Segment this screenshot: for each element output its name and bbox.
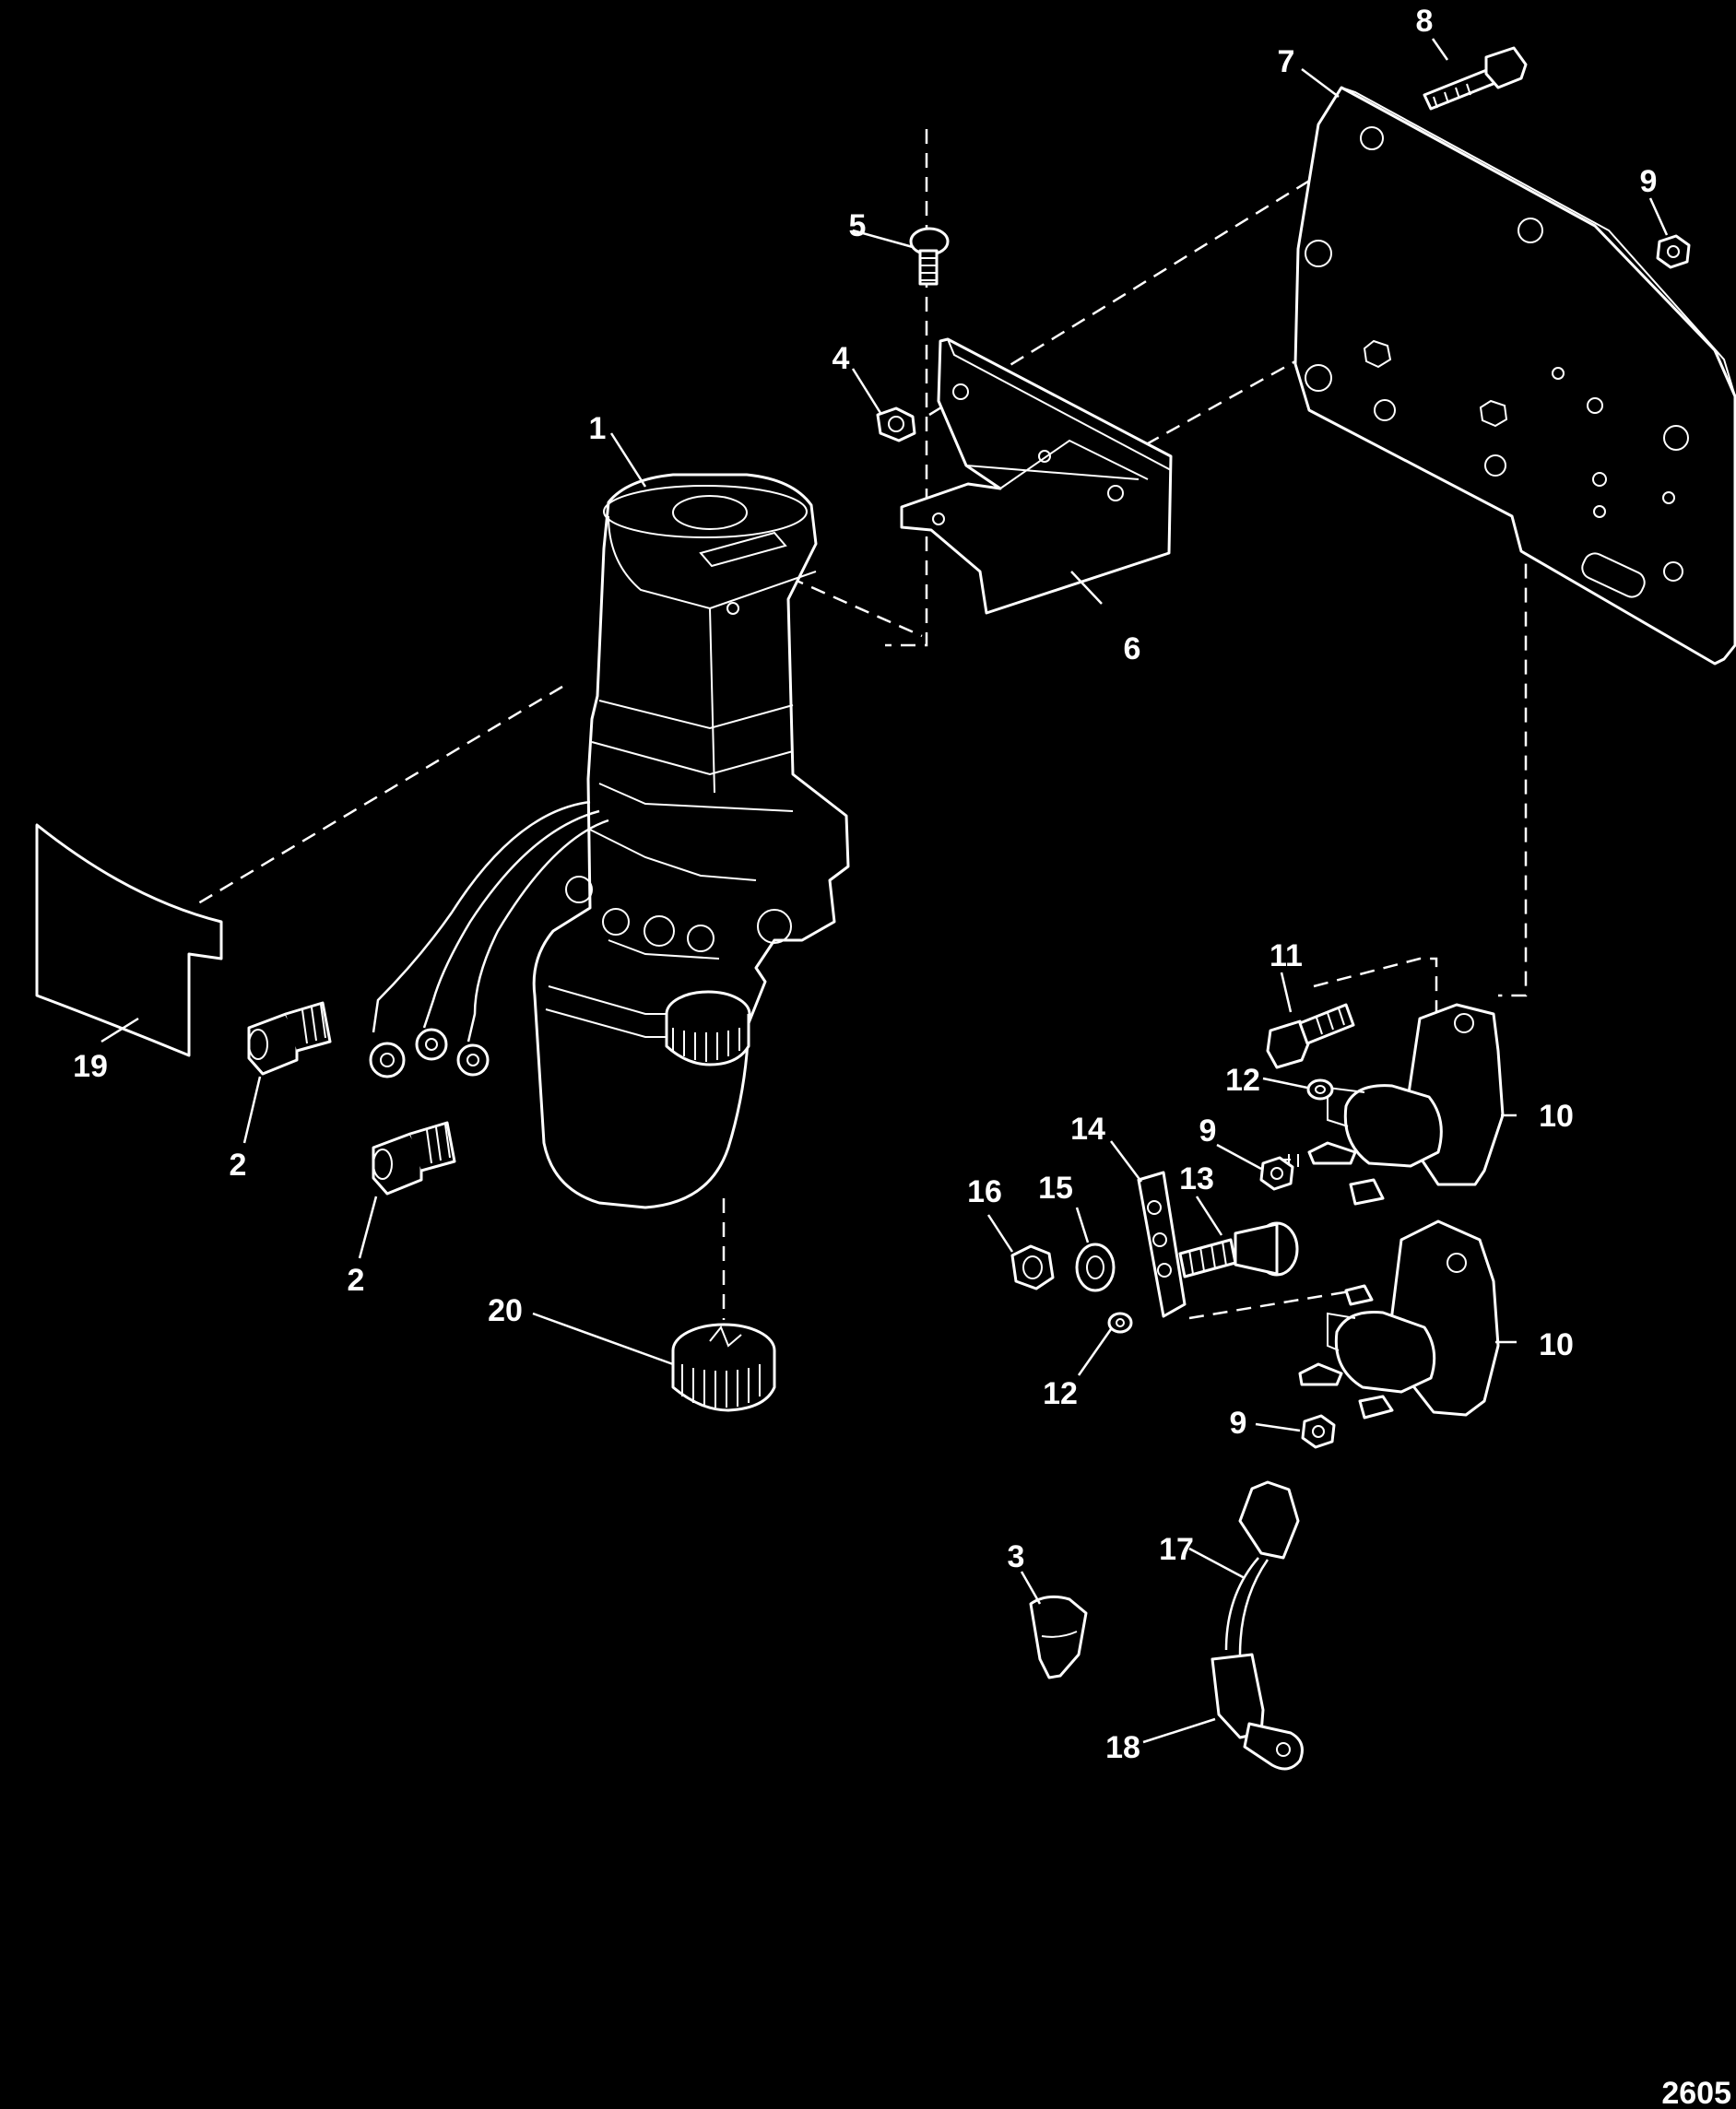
callout-9: 9 bbox=[1230, 1406, 1247, 1441]
part-19-decal bbox=[35, 823, 223, 1057]
callout-15: 15 bbox=[1038, 1171, 1073, 1206]
callout-labels: 1 2 2 3 4 5 6 7 8 9 9 9 10 10 11 12 12 1… bbox=[73, 4, 1657, 1765]
part-9-nut-top bbox=[1656, 234, 1691, 269]
part-9-nut-middle bbox=[1259, 1156, 1294, 1191]
part-4-nut bbox=[876, 406, 916, 442]
part-17-18-cable bbox=[1210, 1480, 1304, 1771]
part-3-terminal-boot bbox=[1029, 1595, 1088, 1679]
callout-10: 10 bbox=[1539, 1099, 1574, 1134]
callout-17: 17 bbox=[1159, 1532, 1194, 1567]
callout-12: 12 bbox=[1225, 1063, 1260, 1098]
callout-3: 3 bbox=[1008, 1539, 1025, 1574]
part-20-reservoir-cap bbox=[671, 1323, 776, 1412]
callout-2: 2 bbox=[348, 1263, 365, 1298]
part-8-bolt bbox=[1423, 46, 1528, 111]
callout-4: 4 bbox=[833, 341, 850, 376]
callout-13: 13 bbox=[1179, 1161, 1214, 1196]
part-12-lock-washer-lower bbox=[1107, 1312, 1133, 1334]
part-1-pump-motor bbox=[532, 473, 850, 1209]
leader-lines bbox=[100, 38, 1669, 1744]
part-6-bracket bbox=[900, 337, 1173, 615]
callout-12: 12 bbox=[1043, 1376, 1078, 1411]
callout-14: 14 bbox=[1070, 1112, 1105, 1147]
part-11-bolt bbox=[1266, 1003, 1355, 1069]
part-2-fitting-b bbox=[372, 1121, 456, 1196]
part-13-screw bbox=[1178, 1221, 1299, 1278]
callout-6: 6 bbox=[1124, 631, 1141, 666]
part-15-washer bbox=[1075, 1243, 1116, 1292]
callout-9: 9 bbox=[1199, 1113, 1217, 1149]
part-10-solenoid-lower bbox=[1298, 1219, 1500, 1420]
callout-18: 18 bbox=[1105, 1730, 1140, 1765]
motor-wires bbox=[369, 800, 609, 1078]
callout-10: 10 bbox=[1539, 1327, 1574, 1362]
part-14-link-plate bbox=[1137, 1171, 1187, 1318]
part-10-solenoid-upper bbox=[1281, 1003, 1505, 1206]
callout-7: 7 bbox=[1278, 44, 1295, 79]
part-16-locknut bbox=[1010, 1244, 1055, 1290]
callout-20: 20 bbox=[488, 1293, 523, 1328]
callout-9: 9 bbox=[1640, 164, 1658, 199]
callout-8: 8 bbox=[1416, 4, 1434, 39]
callout-1: 1 bbox=[589, 411, 607, 446]
part-12-lock-washer-upper bbox=[1306, 1078, 1334, 1101]
callout-11: 11 bbox=[1270, 938, 1303, 973]
callout-2: 2 bbox=[230, 1148, 247, 1183]
part-9-nut-lower bbox=[1301, 1414, 1336, 1449]
callout-19: 19 bbox=[73, 1049, 108, 1084]
callout-5: 5 bbox=[849, 208, 867, 243]
part-5-screw bbox=[909, 227, 950, 286]
part-7-mounting-plate bbox=[1293, 86, 1736, 666]
part-2-fitting-a bbox=[247, 1001, 332, 1076]
figure-number: 2605 bbox=[1661, 2076, 1731, 2109]
callout-16: 16 bbox=[967, 1174, 1002, 1209]
